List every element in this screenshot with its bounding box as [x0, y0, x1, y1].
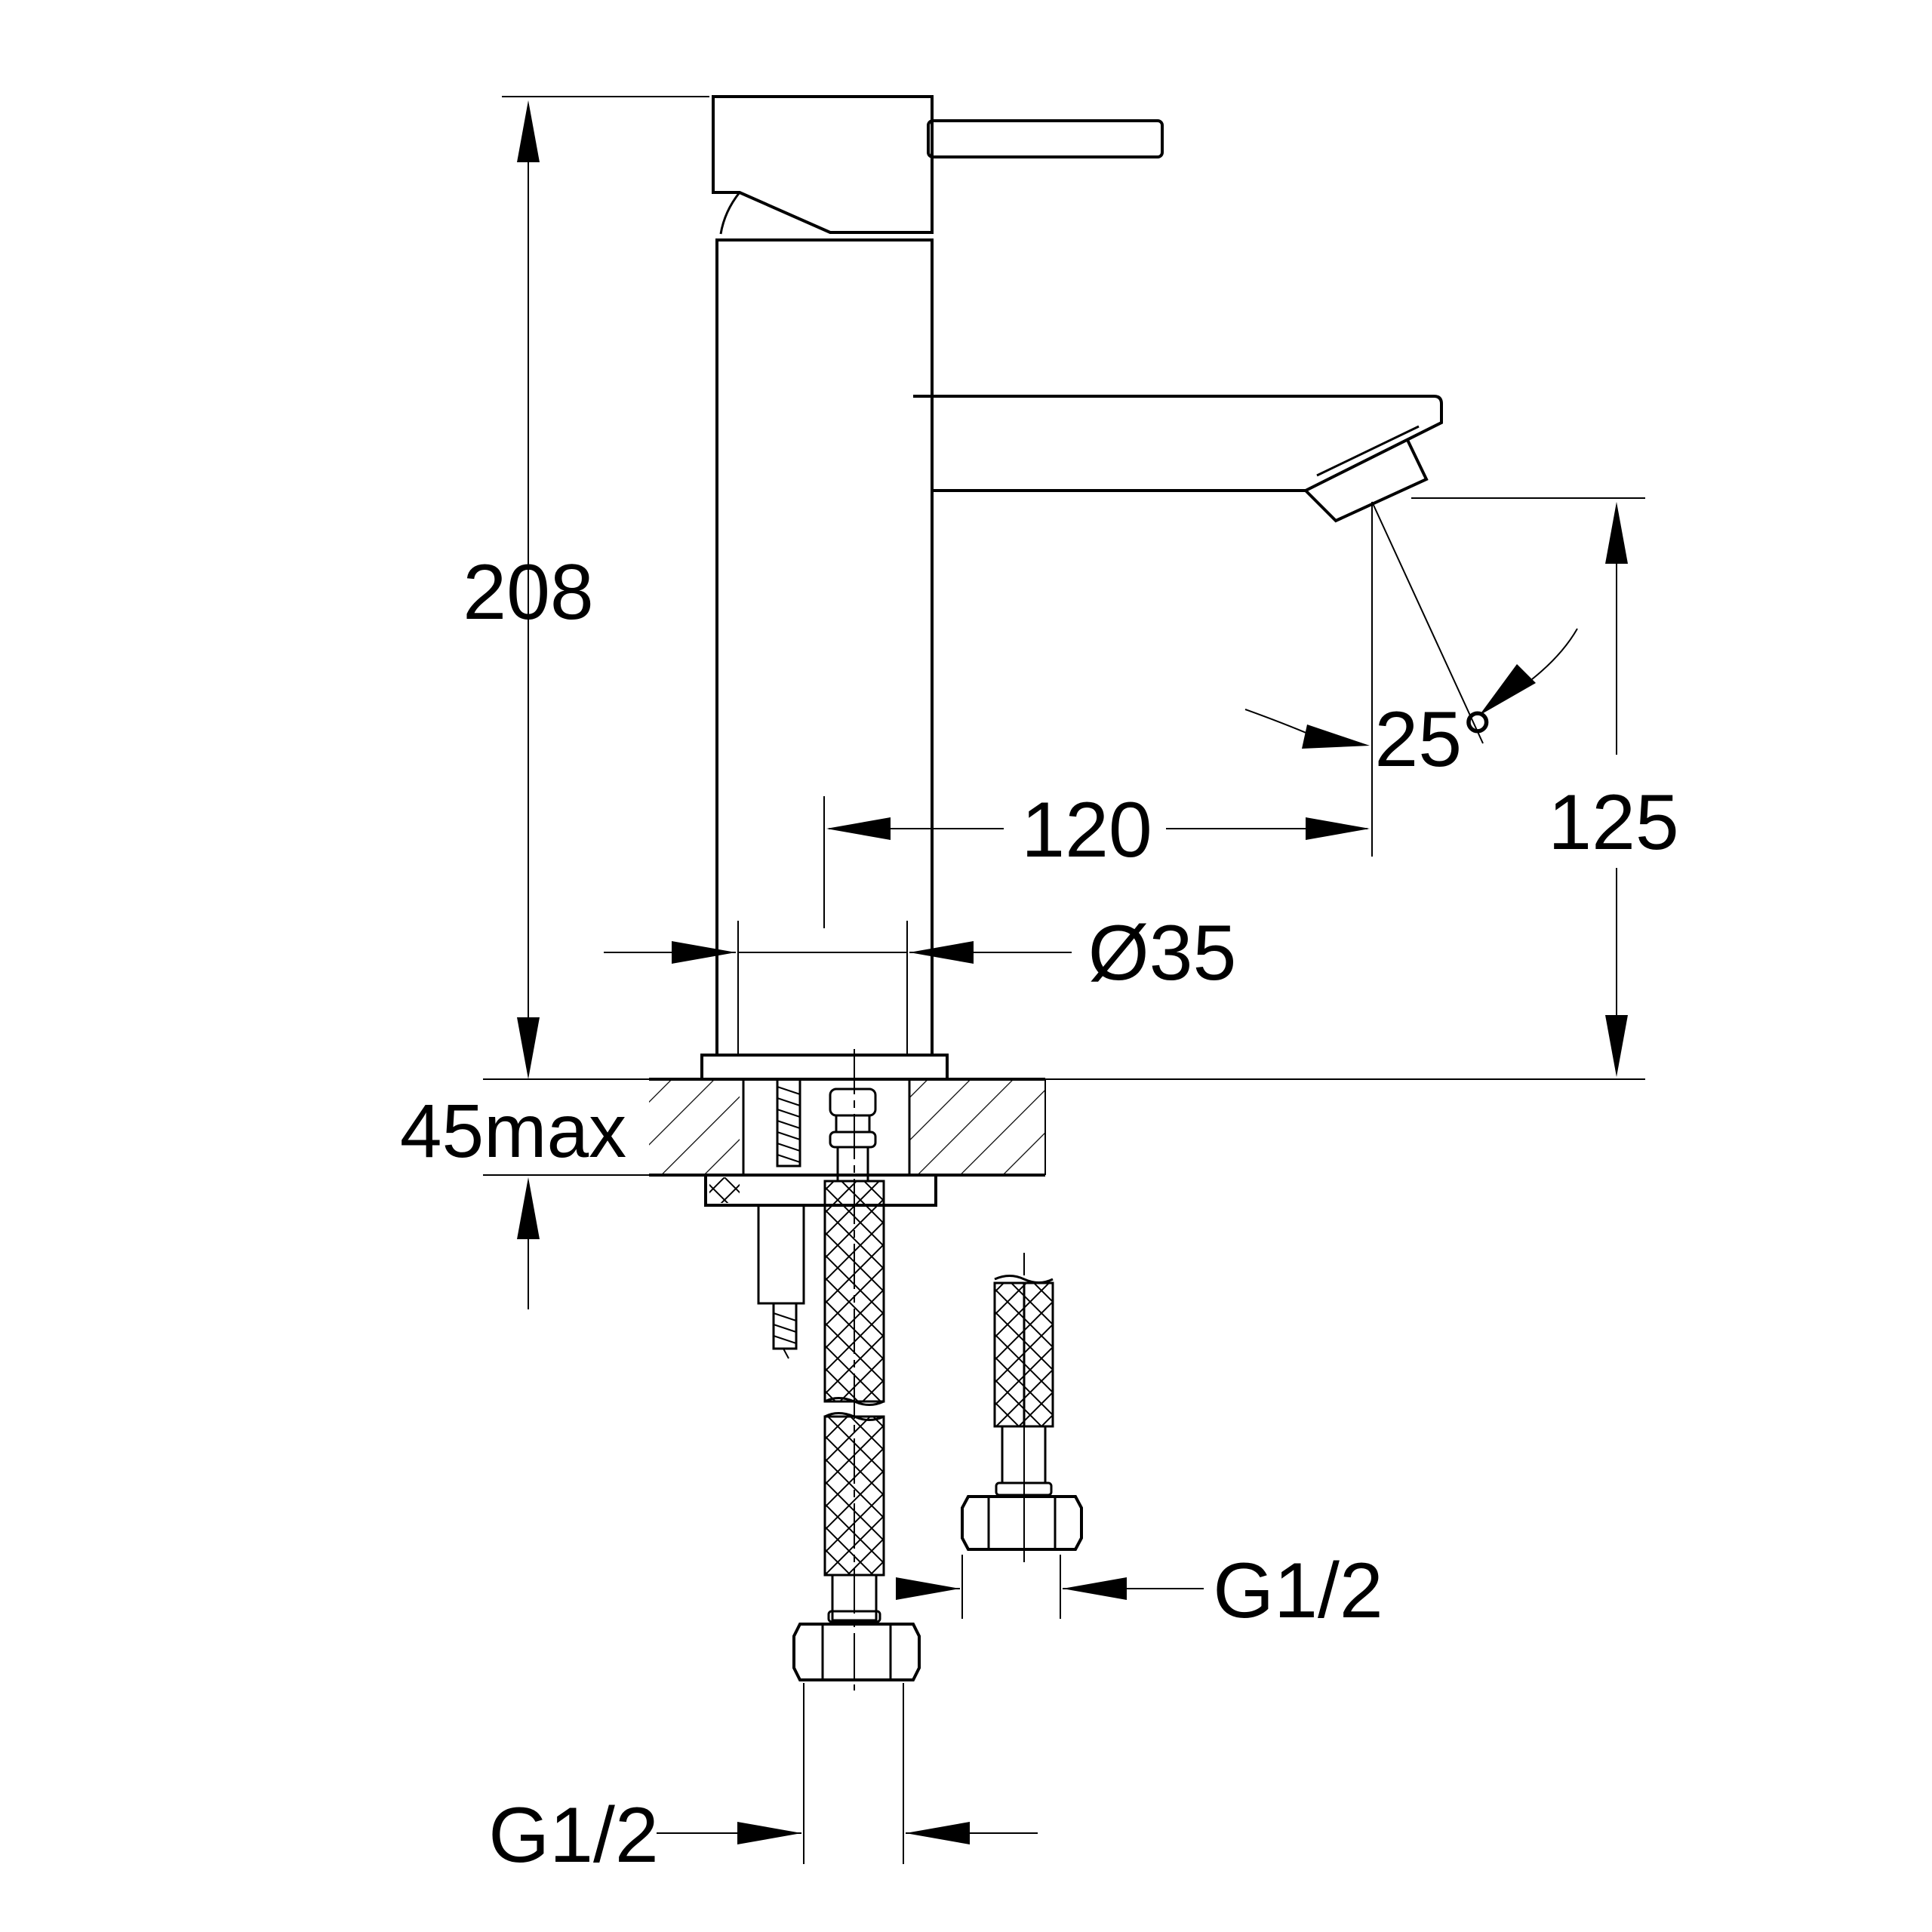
tap-body: [700, 95, 1443, 1081]
dimension-lines: [483, 96, 1645, 1864]
thread-size-label-left: G1/2: [488, 1792, 658, 1879]
thread-size-label-right: G1/2: [1213, 1547, 1383, 1635]
countertop-section: [649, 1078, 1046, 1359]
spout-angle-label: 25°: [1374, 696, 1493, 783]
spout-height-label: 125: [1548, 779, 1679, 866]
body-diameter-label: Ø35: [1088, 909, 1237, 997]
flexible-hose-left: [792, 1049, 921, 1690]
flexible-hose-right: [961, 1253, 1083, 1562]
spout-reach-label: 120: [1021, 786, 1152, 874]
overall-height-label: 208: [463, 549, 594, 636]
deck-thickness-label: 45max: [400, 1089, 626, 1174]
